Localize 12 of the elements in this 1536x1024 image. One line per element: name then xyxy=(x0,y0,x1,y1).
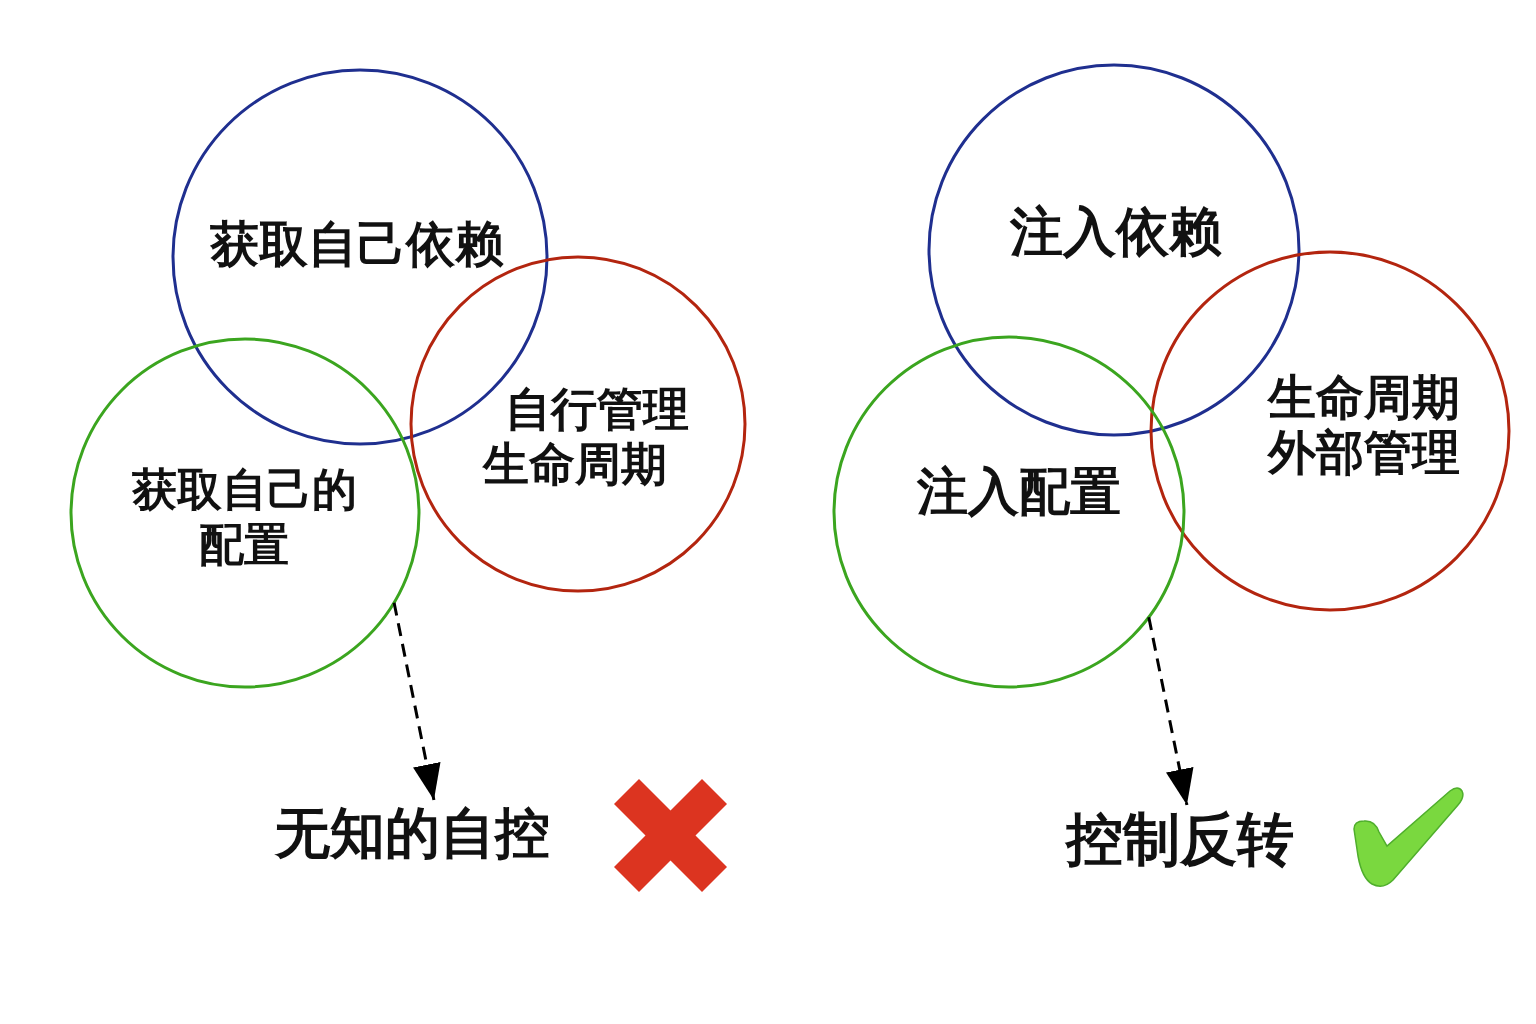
circle-label: 注入配置 xyxy=(916,462,1122,522)
venn-circle xyxy=(831,334,1187,690)
result-text: 无知的自控 xyxy=(275,800,550,866)
arrow xyxy=(392,602,441,801)
circle-label: 生命周期外部管理 xyxy=(1268,370,1461,480)
circle-label: 自行管理生命周期 xyxy=(483,382,690,492)
venn-circle xyxy=(68,336,422,690)
circle-label: 获取自己的配置 xyxy=(130,462,358,572)
circle-label: 获取自己依赖 xyxy=(209,216,505,274)
circle-label: 注入依赖 xyxy=(1009,202,1223,262)
arrow xyxy=(1147,617,1194,806)
result-text: 控制反转 xyxy=(1066,805,1294,873)
